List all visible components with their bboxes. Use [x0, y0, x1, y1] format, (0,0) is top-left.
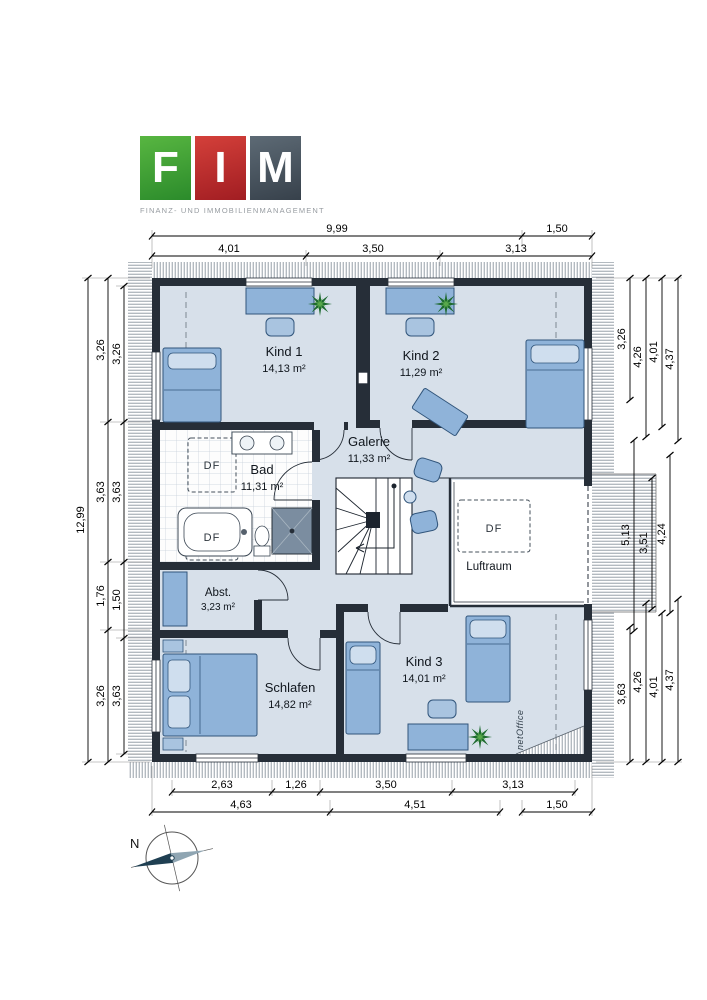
gallery-chair-2 — [409, 510, 439, 534]
svg-text:1,50: 1,50 — [546, 799, 567, 811]
toilet — [253, 525, 271, 557]
svg-text:1,50: 1,50 — [111, 589, 123, 610]
svg-text:4,01: 4,01 — [218, 243, 239, 255]
svg-text:4,37: 4,37 — [664, 669, 676, 690]
compass-needle — [130, 824, 214, 892]
svg-text:12,99: 12,99 — [75, 506, 87, 534]
gallery-railing — [420, 477, 584, 608]
svg-text:4,26: 4,26 — [632, 671, 644, 692]
door-arcs — [257, 427, 413, 671]
dimensions-bottom: 2,63 1,26 3,50 3,13 4,63 4,51 1,50 — [148, 779, 596, 816]
dimensions-left: 12,99 3,26 3,63 1,76 3,26 3,26 3,63 1,50… — [75, 274, 128, 766]
bathtub — [177, 507, 253, 557]
svg-text:3,63: 3,63 — [111, 685, 123, 706]
room-area-abst: 3,23 m² — [201, 602, 236, 613]
logo-letter-m: M — [250, 136, 301, 200]
room-name-bad: Bad — [250, 462, 273, 477]
svg-text:netOffice: netOffice — [515, 709, 525, 750]
svg-text:4,01: 4,01 — [648, 341, 660, 362]
gallery-chair-1 — [413, 457, 443, 483]
svg-text:4,26: 4,26 — [632, 346, 644, 367]
svg-text:3,13: 3,13 — [502, 779, 523, 791]
svg-text:3,50: 3,50 — [362, 243, 383, 255]
stair-newel — [366, 512, 380, 528]
room-area-kind1: 14,13 m² — [262, 363, 306, 375]
roof-wedge-kind3 — [515, 725, 585, 755]
svg-text:4,63: 4,63 — [230, 799, 251, 811]
svg-text:3,13: 3,13 — [505, 243, 526, 255]
windows — [151, 277, 593, 763]
room-area-bad: 11,31 m² — [241, 481, 284, 493]
chimney — [357, 371, 369, 385]
svg-text:3,50: 3,50 — [375, 779, 396, 791]
shelf-abst — [162, 571, 188, 627]
plant-kind1 — [308, 292, 332, 316]
svg-text:4,01: 4,01 — [648, 676, 660, 697]
logo-subtitle: FINANZ- UND IMMOBILIENMANAGEMENT — [140, 206, 325, 215]
double-bed-schlafen — [162, 639, 258, 751]
room-name-kind3: Kind 3 — [406, 654, 443, 669]
fim-logo: F I M FINANZ- UND IMMOBILIENMANAGEMENT — [140, 136, 325, 215]
svg-text:3,51: 3,51 — [638, 532, 650, 553]
staircase — [335, 477, 413, 575]
plant-kind3 — [468, 725, 492, 749]
svg-text:4,37: 4,37 — [664, 348, 676, 369]
dimensions-right-bottom: 3,63 4,26 4,01 4,37 — [616, 595, 682, 766]
netoffice-watermark: netOffice — [515, 709, 525, 750]
roof-hatch-areas — [128, 262, 657, 778]
svg-text:3,63: 3,63 — [111, 481, 123, 502]
svg-text:1,76: 1,76 — [95, 585, 107, 606]
bed-kind3-left — [345, 641, 381, 735]
double-sink — [231, 431, 293, 455]
logo-squares: F I M — [140, 136, 325, 200]
room-name-kind2: Kind 2 — [403, 348, 440, 363]
dimensions-right-top: 3,26 4,26 4,01 4,37 — [616, 274, 682, 445]
dimensions-right-middle: 5,13 3,51 4,24 — [620, 436, 674, 635]
north-label: N — [130, 836, 139, 851]
dresser-kind2 — [411, 388, 469, 436]
furniture — [162, 287, 585, 751]
svg-text:4,24: 4,24 — [656, 523, 668, 544]
gallery-side-table — [403, 490, 417, 504]
logo-letter-i: I — [195, 136, 246, 200]
room-name-luftraum: Luftraum — [466, 561, 511, 573]
df-label-3: DF — [486, 523, 503, 535]
logo-letter-f: F — [140, 136, 191, 200]
room-name-schlafen: Schlafen — [265, 680, 316, 695]
df-label-1: DF — [204, 460, 221, 472]
room-name-abst: Abst. — [205, 587, 231, 599]
compass: N — [130, 824, 214, 892]
svg-text:3,26: 3,26 — [616, 328, 628, 349]
svg-text:3,26: 3,26 — [95, 685, 107, 706]
bed-kind1 — [162, 347, 222, 423]
svg-text:3,26: 3,26 — [111, 343, 123, 364]
room-name-kind1: Kind 1 — [266, 344, 303, 359]
svg-text:3,63: 3,63 — [616, 683, 628, 704]
svg-text:1,26: 1,26 — [285, 779, 306, 791]
room-area-kind2: 11,29 m² — [400, 367, 443, 379]
luftraum-void — [452, 480, 592, 606]
bed-kind2 — [525, 339, 585, 429]
room-area-kind3: 14,01 m² — [402, 673, 446, 685]
room-area-schlafen: 14,82 m² — [268, 699, 312, 711]
df-label-2: DF — [204, 532, 221, 544]
svg-text:3,63: 3,63 — [95, 481, 107, 502]
svg-text:5,13: 5,13 — [620, 524, 632, 545]
svg-text:2,63: 2,63 — [211, 779, 232, 791]
room-name-galerie: Galerie — [348, 434, 390, 449]
plant-kind2 — [434, 292, 458, 316]
desk-kind3 — [407, 699, 469, 751]
svg-text:4,51: 4,51 — [404, 799, 425, 811]
dimensions-top: 9,99 1,50 4,01 3,50 3,13 — [148, 223, 596, 260]
desk-kind1 — [245, 287, 315, 337]
shower — [271, 507, 313, 555]
svg-text:1,50: 1,50 — [546, 223, 567, 235]
bed-kind3-right — [465, 615, 511, 703]
svg-text:3,26: 3,26 — [95, 339, 107, 360]
svg-text:9,99: 9,99 — [326, 223, 347, 235]
room-labels: Kind 1 14,13 m² Kind 2 11,29 m² Bad 11,3… — [201, 344, 512, 711]
room-area-galerie: 11,33 m² — [348, 453, 391, 465]
